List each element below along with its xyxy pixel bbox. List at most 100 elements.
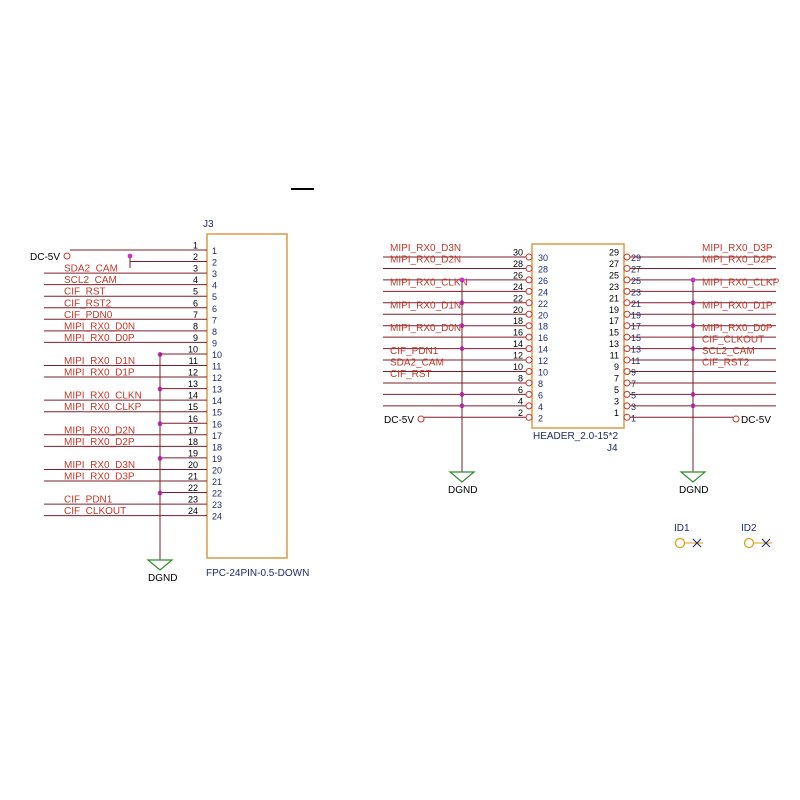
j3-pin-outer-number: 6 [193, 298, 198, 308]
j4-left-pin-outer-number: 24 [513, 282, 523, 292]
j4-right-power-port-icon [732, 415, 740, 423]
j3-net-label: CIF_CLKOUT [64, 506, 126, 517]
j4-right-pin-inner-number: 13 [631, 345, 641, 355]
j4-left-pin-inner-number: 30 [538, 253, 548, 263]
j4-left-net-label: MIPI_RX0_CLKN [390, 277, 468, 288]
j3-pin-outer-number: 14 [188, 391, 198, 401]
j3-net-label: CIF_PDN1 [64, 495, 113, 506]
id2-no-connect-icon [761, 538, 771, 548]
j3-ground-icon [146, 559, 174, 571]
j4-left-power-port-icon [417, 415, 425, 423]
j3-pin-inner-number: 1 [212, 246, 217, 256]
j3-net-label: MIPI_RX0_D3P [64, 472, 135, 483]
j3-pin-list: 112233SDA2_CAM44SCL2_CAM55CIF_RST66CIF_R… [44, 241, 222, 522]
j3-pin-outer-number: 17 [188, 425, 198, 435]
j4-left-pin-inner-number: 28 [538, 264, 548, 274]
j3-pin-inner-number: 4 [212, 281, 217, 291]
j4-junction-dot [459, 277, 465, 283]
j3-pin-inner-number: 18 [212, 442, 222, 452]
j3-net-label: MIPI_RX0_CLKP [64, 402, 142, 413]
j4-left-pin-inner-number: 18 [538, 322, 548, 332]
j4-right-pin-outer-number: 11 [610, 351, 619, 361]
j3-pin-outer-number: 11 [189, 356, 198, 366]
j4-right-pin-outer-number: 7 [614, 373, 619, 383]
j3-net-label: MIPI_RX0_D2N [64, 425, 135, 436]
connector-j3: J3 FPC-24PIN-0.5-DOWN 112233SDA2_CAM44SC… [30, 219, 309, 584]
j4-left-pin-outer-number: 18 [513, 316, 523, 326]
j4-right-pin-icon [623, 253, 631, 261]
j4-right-pin-outer-number: 19 [609, 305, 619, 315]
j4-left-pin-icon [525, 253, 533, 261]
j4-right-pin-icon [623, 413, 631, 421]
j4-right-pin-icon [623, 345, 631, 353]
j3-net-label: CIF_RST [64, 287, 106, 298]
j3-net-label: CIF_RST2 [64, 298, 112, 309]
j4-right-power-label: DC-5V [741, 415, 771, 426]
j4-right-pin-outer-number: 5 [614, 385, 619, 395]
j4-right-pin-inner-number: 5 [631, 390, 636, 400]
j4-right-pin-list: 2929MIPI_RX0_D3P2727MIPI_RX0_D2P25252323… [609, 243, 780, 423]
j4-right-pin-outer-number: 21 [609, 293, 619, 303]
j4-right-pin-outer-number: 1 [614, 408, 619, 418]
j3-net-label: SDA2_CAM [64, 264, 118, 275]
j3-pin-inner-number: 16 [212, 419, 222, 429]
j3-pin-inner-number: 12 [212, 373, 222, 383]
j3-pin-outer-number: 12 [188, 368, 198, 378]
j4-right-pin-outer-number: 27 [609, 259, 619, 269]
j4-left-pin-inner-number: 2 [538, 413, 543, 423]
j4-left-pin-list: 3030MIPI_RX0_D3N2828MIPI_RX0_D2N26262424… [383, 243, 548, 423]
j4-left-pin-icon [525, 333, 533, 341]
j3-pin-inner-number: 9 [212, 338, 217, 348]
j4-right-net-label: SCL2_CAM [702, 346, 755, 357]
j4-left-pin-inner-number: 6 [538, 390, 543, 400]
j4-right-pin-inner-number: 3 [631, 402, 636, 412]
j4-right-pin-icon [623, 390, 631, 398]
j4-left-pin-outer-number: 20 [513, 305, 523, 315]
j3-pin-inner-number: 15 [212, 408, 222, 418]
j3-net-label: MIPI_RX0_D3N [64, 460, 135, 471]
id2-label: ID2 [741, 523, 757, 534]
j3-junction-dot [127, 253, 133, 259]
j4-right-pin-inner-number: 7 [631, 379, 636, 389]
j3-pin-outer-number: 1 [193, 241, 198, 251]
j4-left-pin-icon [525, 402, 533, 410]
j3-net-label: MIPI_RX0_D1P [64, 368, 135, 379]
j4-left-pin-icon [525, 356, 533, 364]
j4-left-pin-icon [525, 287, 533, 295]
j3-pin-outer-number: 4 [193, 275, 198, 285]
j4-left-net-label: SDA2_CAM [390, 358, 444, 369]
j4-right-ground-icon [679, 471, 707, 483]
j4-left-pin-icon [525, 310, 533, 318]
j4-right-pin-inner-number: 23 [631, 287, 641, 297]
j4-right-pin-icon [623, 310, 631, 318]
j3-power-port-icon [63, 252, 71, 260]
j4-left-power-label: DC-5V [384, 415, 414, 426]
j4-right-pin-inner-number: 9 [631, 368, 636, 378]
j4-left-ground-icon [448, 471, 476, 483]
id1-label: ID1 [674, 523, 690, 534]
j3-pin-inner-number: 20 [212, 465, 222, 475]
j3-pin-inner-number: 7 [212, 315, 217, 325]
j4-right-pin-outer-number: 9 [614, 362, 619, 372]
j4-right-ground-label: DGND [679, 485, 708, 496]
j4-right-net-label: MIPI_RX0_CLKP [702, 277, 780, 288]
j4-right-pin-icon [623, 379, 631, 387]
j4-left-pin-outer-number: 16 [513, 328, 523, 338]
j3-designator: J3 [203, 219, 214, 230]
j4-right-pin-icon [623, 368, 631, 375]
j3-pin-outer-number: 21 [188, 472, 198, 482]
j4-right-pin-inner-number: 1 [631, 413, 636, 423]
j4-right-pin-inner-number: 17 [631, 322, 641, 332]
j3-net-label: MIPI_RX0_D0P [64, 333, 135, 344]
j3-pin-outer-number: 20 [188, 460, 198, 470]
j4-left-pin-outer-number: 22 [513, 293, 523, 303]
j4-right-net-label: CIF_CLKOUT [702, 335, 764, 346]
j4-left-pin-outer-number: 12 [513, 351, 523, 361]
j4-right-pin-icon [623, 299, 631, 307]
j3-pin-inner-number: 13 [212, 385, 222, 395]
j3-pin-inner-number: 17 [212, 431, 222, 441]
j3-net-label: CIF_PDN0 [64, 310, 113, 321]
j4-left-pin-outer-number: 6 [518, 385, 523, 395]
j3-net-label: MIPI_RX0_D1N [64, 356, 135, 367]
j4-right-pin-icon [623, 333, 631, 341]
